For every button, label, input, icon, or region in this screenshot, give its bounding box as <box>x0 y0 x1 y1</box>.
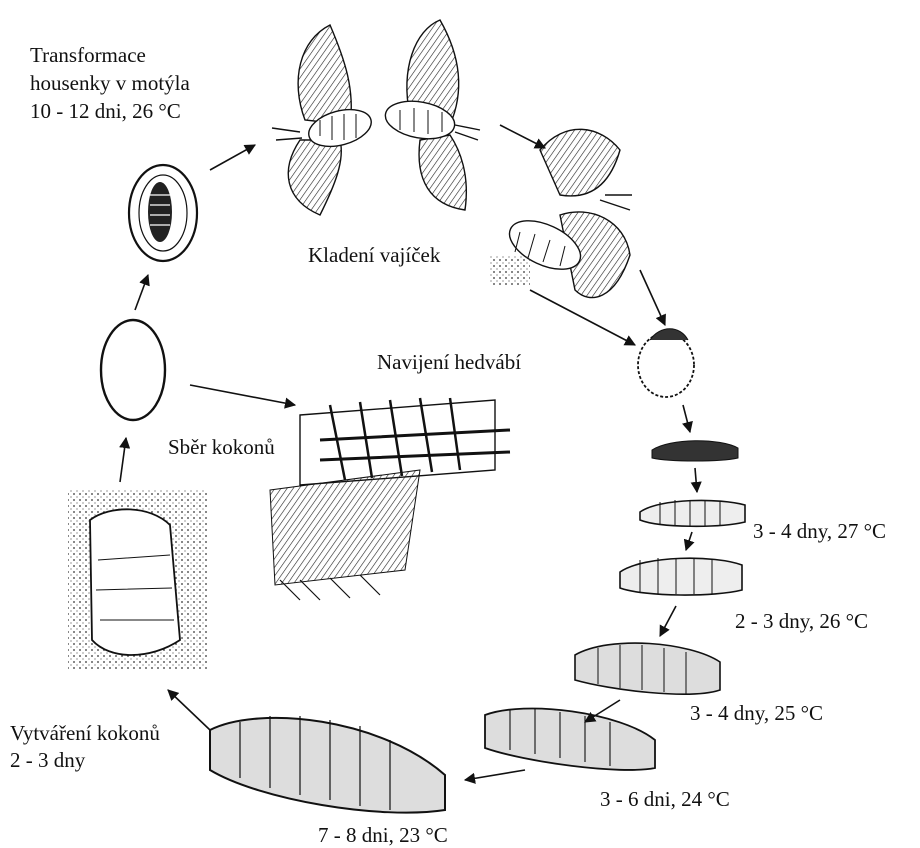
larva-stage-4-illustration <box>575 643 720 694</box>
arrow-larva2-to-larva3 <box>686 532 692 550</box>
silk-reeling-label: Navijení hedvábí <box>377 349 521 375</box>
larva-stage-6-illustration <box>210 716 445 813</box>
spinning-cocoon-illustration <box>68 490 208 670</box>
egg-laying-label: Kladení vajíček <box>308 242 440 268</box>
larva-stage-3-illustration <box>620 558 742 595</box>
egg-laying-moth-illustration <box>490 129 632 297</box>
mating-moths-illustration <box>272 20 480 215</box>
silk-reeling-machine-illustration <box>270 398 510 600</box>
transformation-label-line2: housenky v motýla <box>30 70 190 96</box>
arrow-larva1-to-larva2 <box>695 468 697 492</box>
stage-2-duration-label: 2 - 3 dny, 26 °C <box>735 608 868 634</box>
stage-5-duration-label: 7 - 8 dni, 23 °C <box>318 822 448 848</box>
stage-3-duration-label: 3 - 4 dny, 25 °C <box>690 700 823 726</box>
arrow-cocoon-to-reeling <box>190 385 295 405</box>
arrow-larva6-to-spinning <box>168 690 210 730</box>
arrow-spinning-to-cocoon <box>120 438 126 482</box>
stage-1-duration-label: 3 - 4 dny, 27 °C <box>753 518 886 544</box>
larva-stage-5-illustration <box>485 708 655 770</box>
arrow-pupa-to-moths <box>210 145 255 170</box>
arrow-larva3-to-larva4 <box>660 606 676 636</box>
cocoon-making-label-line2: 2 - 3 dny <box>10 747 85 773</box>
arrow-egg-to-larva1 <box>683 405 690 432</box>
cocoon-with-pupa-illustration <box>129 165 197 261</box>
transformation-label-line3: 10 - 12 dni, 26 °C <box>30 98 181 124</box>
larva-stage-2-illustration <box>640 500 745 526</box>
arrow-cocoon-to-pupa <box>135 275 148 310</box>
cocoon-harvest-label: Sběr kokonů <box>168 434 275 460</box>
arrow-moths-to-egglaying <box>500 125 545 148</box>
cocoon-making-label-line1: Vytváření kokonů <box>10 720 160 746</box>
arrow-larva5-to-larva6 <box>465 770 525 780</box>
egg-illustration <box>638 329 694 397</box>
transformation-label-line1: Transformace <box>30 42 146 68</box>
larva-stage-1-illustration <box>652 441 738 461</box>
cocoon-illustration <box>101 320 165 420</box>
arrow-egglaying-to-egg <box>640 270 665 325</box>
arrow-eggs-to-egg <box>530 290 635 345</box>
stage-4-duration-label: 3 - 6 dni, 24 °C <box>600 786 730 812</box>
